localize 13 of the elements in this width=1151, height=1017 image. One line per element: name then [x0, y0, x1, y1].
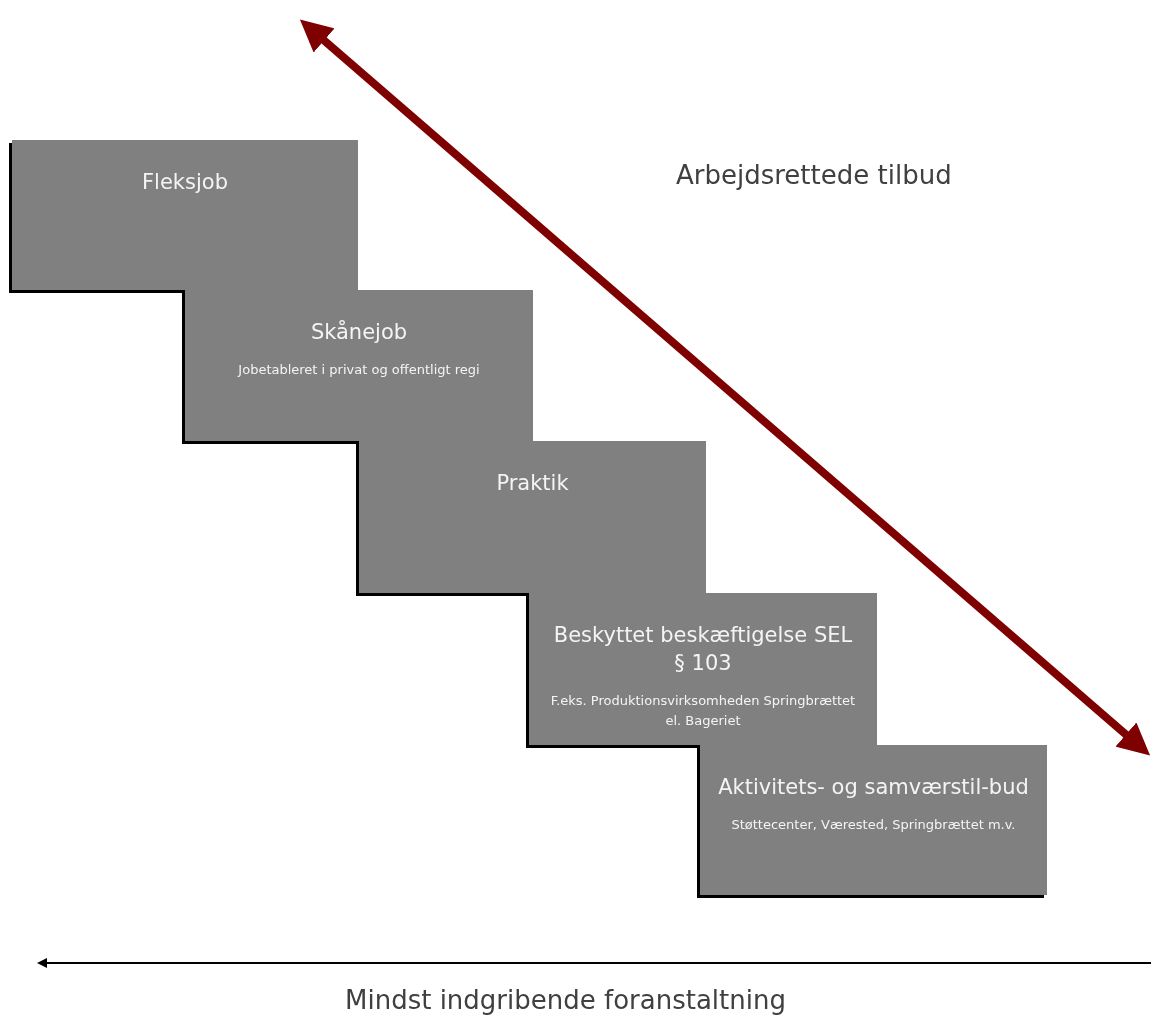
step-title: Skånejob [309, 319, 409, 346]
stair-step-box [12, 140, 358, 290]
stair-step-box [185, 290, 533, 441]
stair-step-box [700, 745, 1047, 895]
axis-label: Mindst indgribende foranstaltning [345, 985, 786, 1015]
axis-label: Arbejdsrettede tilbud [676, 160, 952, 190]
step-title: Aktivitets- og samværstil-bud [718, 774, 1029, 801]
step-description: Jobetableret i privat og offentligt regi [236, 361, 481, 379]
step-description: F.eks. Produktionsvirksomheden Springbrættet el. Bageriet [549, 692, 857, 730]
step-title: Praktik [495, 470, 570, 497]
step-description: Støttecenter, Værested, Springbrættet m.v. [730, 816, 1017, 834]
step-title: Fleksjob [141, 169, 229, 196]
step-title: Beskyttet beskæftigelse SEL § 103 [552, 622, 854, 677]
